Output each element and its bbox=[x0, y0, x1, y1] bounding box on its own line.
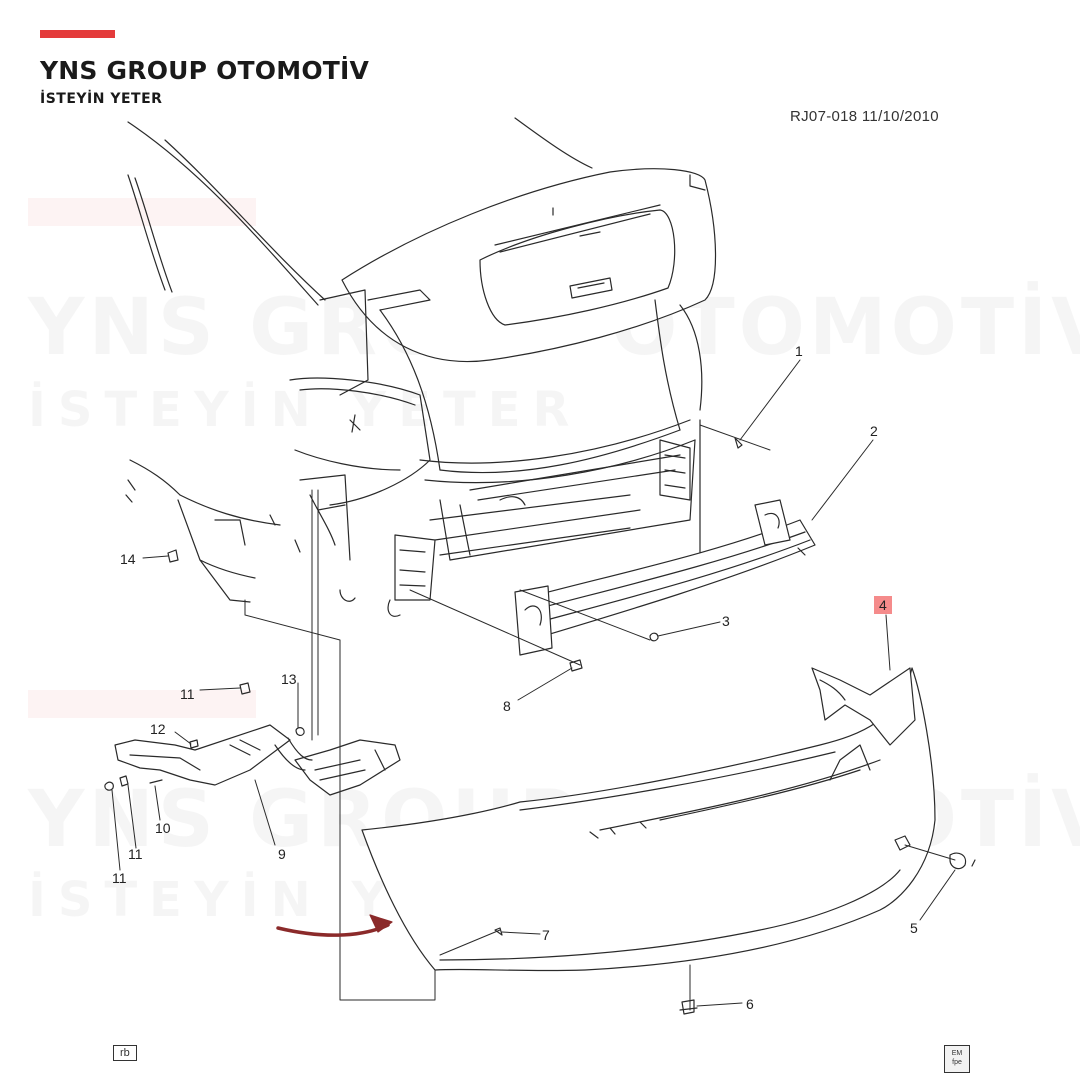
callout-3: 3 bbox=[722, 613, 730, 629]
callout-6: 6 bbox=[746, 996, 754, 1012]
watermark-bar-bottom bbox=[28, 690, 256, 718]
vehicle-roof-outline bbox=[127, 117, 593, 306]
brand-accent-bar bbox=[40, 30, 115, 38]
callout-4-highlighted: 4 bbox=[874, 596, 892, 614]
callout-11-right: 11 bbox=[180, 686, 195, 702]
direction-arrow bbox=[276, 914, 393, 937]
callout-13: 13 bbox=[281, 671, 297, 687]
bumper-fascia bbox=[361, 667, 936, 972]
reference-lines bbox=[244, 424, 956, 1011]
hardware-parts bbox=[104, 437, 976, 1015]
callout-11-middle: 11 bbox=[128, 846, 143, 862]
fpe-icon-line1: EM bbox=[951, 1050, 963, 1057]
fpe-icon-line2: fpe bbox=[952, 1059, 962, 1066]
callout-7: 7 bbox=[542, 927, 550, 943]
callout-8: 8 bbox=[503, 698, 511, 714]
callout-12: 12 bbox=[150, 721, 166, 737]
brand-title: YNS GROUP OTOMOTİV bbox=[40, 56, 370, 85]
callout-5: 5 bbox=[910, 920, 918, 936]
callout-2: 2 bbox=[870, 423, 878, 439]
drawing-code: RJ07-018 11/10/2010 bbox=[790, 108, 939, 125]
callout-11-left: 11 bbox=[112, 870, 127, 886]
brand-subtitle: İSTEYİN YETER bbox=[40, 91, 163, 107]
trunk-lid bbox=[341, 168, 717, 363]
leader-lines bbox=[111, 359, 956, 1007]
callout-1: 1 bbox=[795, 343, 803, 359]
callout-14: 14 bbox=[120, 551, 136, 567]
rear-body-panel bbox=[125, 289, 703, 617]
rb-label-box: rb bbox=[113, 1045, 137, 1061]
fpe-icon: EM fpe bbox=[944, 1045, 970, 1073]
callout-9: 9 bbox=[278, 846, 286, 862]
callout-10: 10 bbox=[155, 820, 171, 836]
bumper-bracket bbox=[114, 724, 401, 796]
rear-impact-bar bbox=[514, 499, 816, 656]
